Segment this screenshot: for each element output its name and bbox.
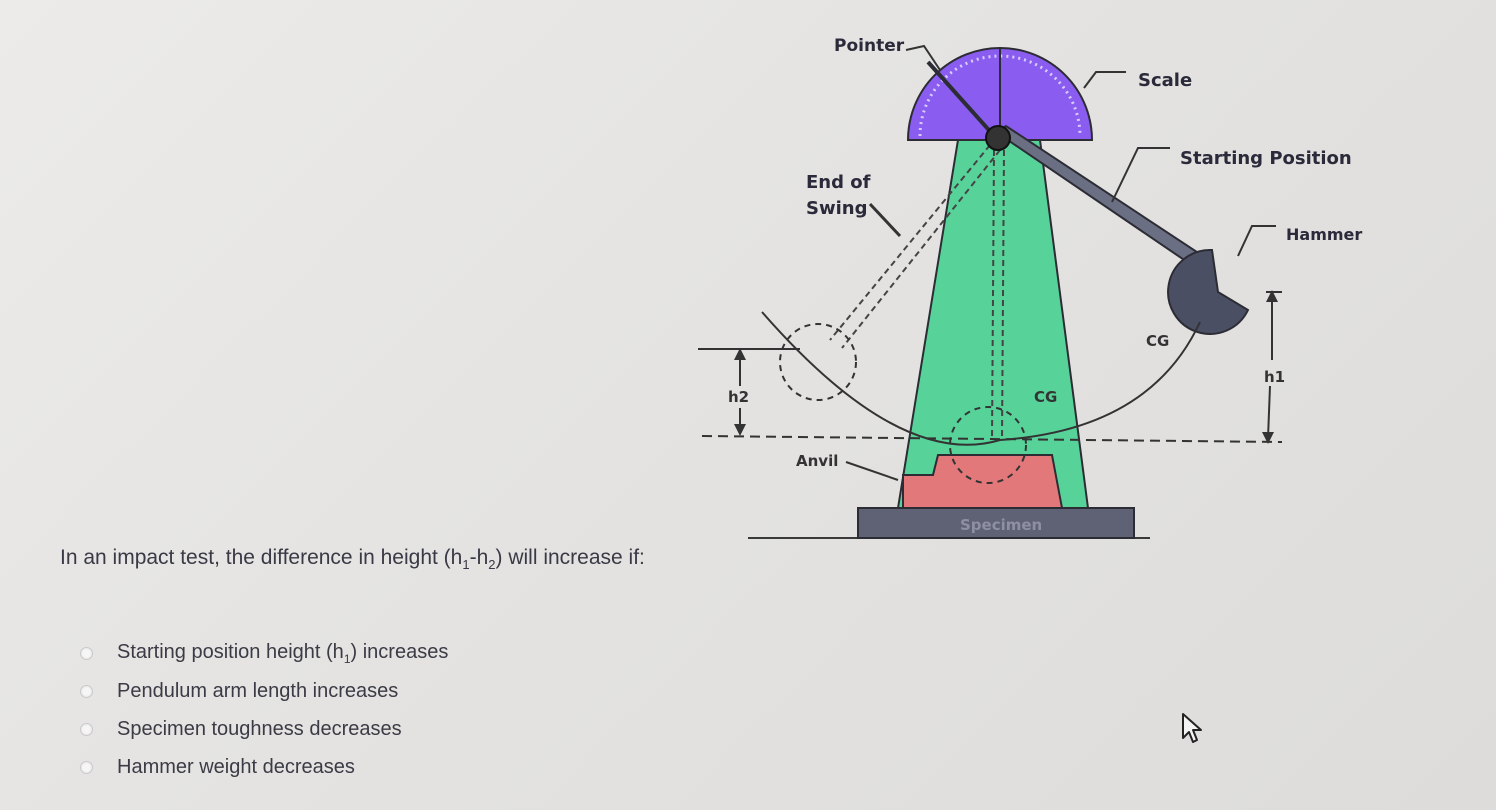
option-arm-length[interactable]: Pendulum arm length increases — [80, 672, 448, 710]
option-hammer-weight[interactable]: Hammer weight decreases — [80, 748, 448, 786]
option-label: Starting position height (h1) increases — [117, 640, 449, 666]
label-end-of-swing-1: End of — [806, 172, 871, 193]
pointer-needle — [926, 60, 998, 140]
answer-options: Starting position height (h1) increases … — [80, 634, 448, 786]
radio-button[interactable] — [80, 646, 93, 660]
option-starting-height[interactable]: Starting position height (h1) increases — [80, 634, 448, 672]
label-end-of-swing-2: Swing — [806, 198, 867, 219]
label-hammer: Hammer — [1286, 225, 1362, 244]
option-label: Specimen toughness decreases — [117, 717, 402, 740]
label-specimen: Specimen — [960, 516, 1042, 534]
question-text: In an impact test, the difference in hei… — [60, 546, 645, 573]
label-h2: h2 — [728, 388, 749, 406]
option-specimen-toughness[interactable]: Specimen toughness decreases — [80, 710, 448, 748]
machine-base — [857, 507, 1135, 539]
impact-test-diagram: Pointer Scale Starting Position Hammer E… — [698, 36, 1362, 539]
radio-button[interactable] — [80, 760, 93, 774]
label-pointer: Pointer — [834, 36, 905, 56]
radio-button[interactable] — [80, 722, 93, 736]
radio-button[interactable] — [80, 684, 93, 698]
hammer — [1167, 248, 1250, 335]
option-label: Hammer weight decreases — [117, 755, 355, 778]
anvil — [902, 454, 1064, 509]
label-h1: h1 — [1264, 368, 1285, 386]
mouse-pointer-icon — [1182, 713, 1202, 743]
label-cg-center: CG — [1034, 388, 1057, 406]
label-cg-right: CG — [1146, 332, 1169, 350]
label-scale: Scale — [1138, 70, 1192, 91]
label-starting-position: Starting Position — [1180, 148, 1352, 169]
label-anvil: Anvil — [796, 452, 838, 470]
pivot — [985, 125, 1011, 151]
option-label: Pendulum arm length increases — [117, 679, 399, 702]
